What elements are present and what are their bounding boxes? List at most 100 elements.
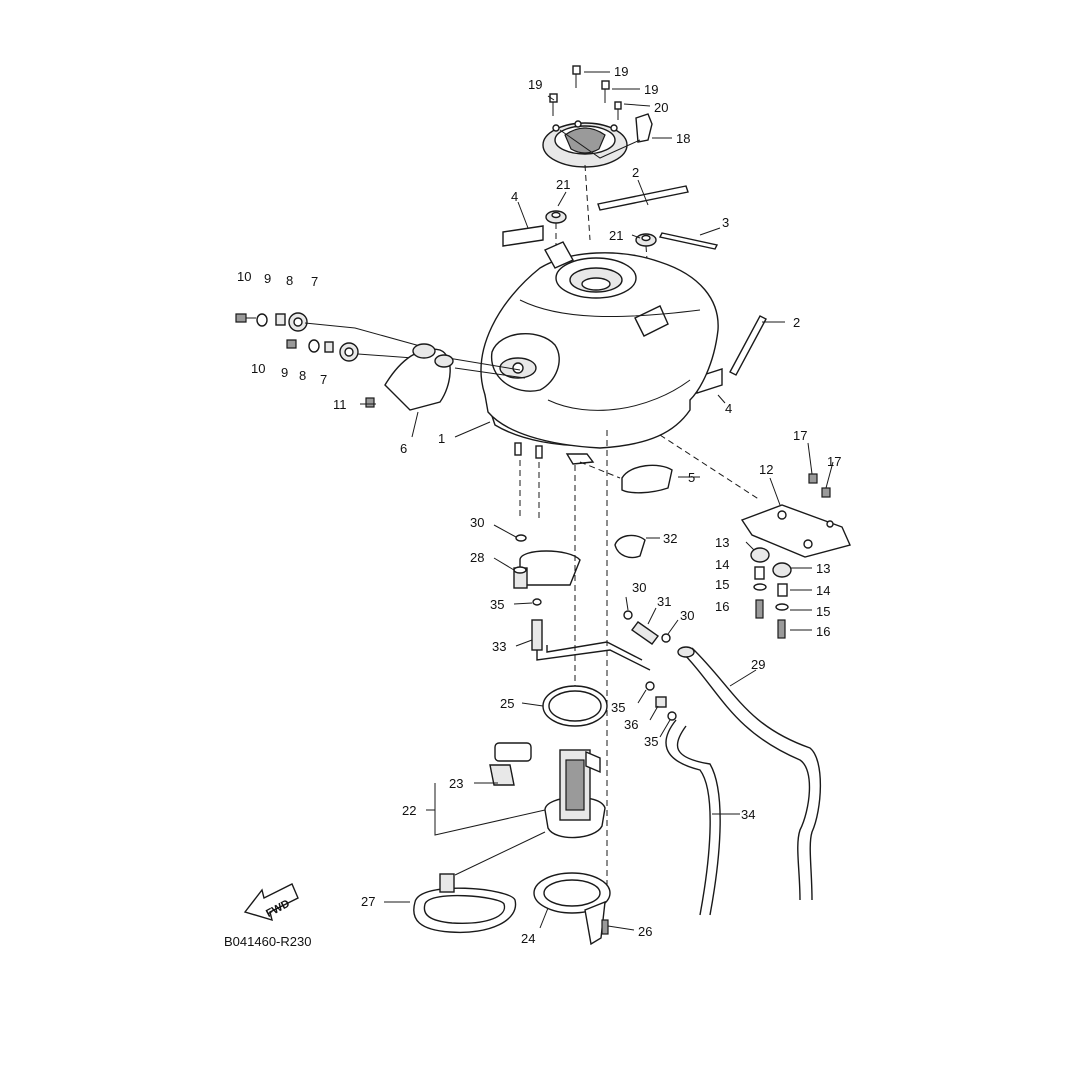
callout-12: 12: [759, 462, 773, 477]
filter-23: [489, 742, 532, 786]
callout-11: 11: [333, 397, 347, 412]
callout-labels: 1 2 2 3 4 4 5 6 7 7 8 8 9 9 10 10 11 12 …: [237, 64, 841, 946]
pipe-28: [513, 550, 581, 589]
callout-3: 3: [722, 215, 729, 230]
callout-10: 10: [251, 361, 265, 376]
cap-bolts: [549, 65, 622, 120]
bolt-16-left: [755, 599, 764, 619]
callout-35: 35: [644, 734, 658, 749]
callout-15: 15: [816, 604, 830, 619]
callout-23: 23: [449, 776, 463, 791]
callout-2: 2: [632, 165, 639, 180]
hose-34: [665, 719, 721, 916]
guard-27: [413, 873, 517, 934]
washer-15-right: [775, 603, 789, 611]
damper-21-right: [635, 233, 657, 247]
callout-13: 13: [816, 561, 830, 576]
clamp-32: [614, 534, 646, 559]
callout-17: 17: [793, 428, 807, 443]
screw-26: [601, 919, 609, 935]
callout-14: 14: [816, 583, 830, 598]
callout-5: 5: [688, 470, 695, 485]
clamp-30-mid: [623, 610, 633, 620]
bolt-11: [365, 397, 375, 408]
callout-27: 27: [361, 894, 375, 909]
callout-8: 8: [286, 273, 293, 288]
bolt-16-right: [777, 619, 786, 639]
damper-13-right: [772, 562, 792, 578]
callout-16: 16: [816, 624, 830, 639]
collar-8-lower: [324, 341, 334, 353]
damper-21-left: [545, 210, 567, 224]
bracket-12: [740, 504, 851, 558]
bolt-17-right: [821, 487, 831, 498]
callout-17: 17: [827, 454, 841, 469]
plate-24: [533, 872, 611, 946]
callout-35: 35: [611, 700, 625, 715]
callout-25: 25: [500, 696, 514, 711]
callout-19: 19: [614, 64, 628, 79]
collar-8-upper: [275, 313, 286, 326]
washer-9-lower: [308, 339, 320, 353]
clamp-35-mid: [645, 681, 655, 691]
washer-9-upper: [256, 313, 268, 327]
bolt-10-lower: [286, 339, 297, 349]
callout-18: 18: [676, 131, 690, 146]
fuel-pump-22: [544, 749, 606, 839]
callout-6: 6: [400, 441, 407, 456]
clamp-35-left: [532, 598, 542, 606]
callout-30: 30: [632, 580, 646, 595]
callout-13: 13: [715, 535, 729, 550]
gasket-25: [542, 685, 608, 727]
leader-lines: [360, 71, 834, 931]
pipe-33: [531, 619, 651, 671]
strip-2-top: [597, 185, 689, 211]
callout-16: 16: [715, 599, 729, 614]
callout-21: 21: [609, 228, 623, 243]
cover-5: [621, 464, 673, 494]
cap-lock-part: [635, 113, 653, 143]
callout-34: 34: [741, 807, 755, 822]
callout-19: 19: [644, 82, 658, 97]
callout-2: 2: [793, 315, 800, 330]
callout-7: 7: [320, 372, 327, 387]
callout-35: 35: [490, 597, 504, 612]
callout-33: 33: [492, 639, 506, 654]
callout-31: 31: [657, 594, 671, 609]
diagram-code: B041460-R230: [224, 934, 311, 949]
collar-14-right: [777, 583, 788, 597]
callout-9: 9: [281, 365, 288, 380]
clamp-35-lower: [667, 711, 677, 721]
callout-24: 24: [521, 931, 535, 946]
callout-19: 19: [528, 77, 542, 92]
grommet-7-upper: [288, 312, 308, 332]
callout-30: 30: [470, 515, 484, 530]
callout-4: 4: [725, 401, 732, 416]
collar-14-left: [754, 566, 765, 580]
callout-14: 14: [715, 557, 729, 572]
callout-26: 26: [638, 924, 652, 939]
callout-28: 28: [470, 550, 484, 565]
bracket-6: [384, 343, 454, 411]
callout-22: 22: [402, 803, 416, 818]
bolt-17-left: [808, 473, 818, 484]
fuel-cap-assembly: [542, 120, 628, 168]
strip-2-right: [729, 315, 767, 376]
callout-8: 8: [299, 368, 306, 383]
clamp-30-top: [515, 534, 527, 542]
callout-7: 7: [311, 274, 318, 289]
damper-13-left: [750, 547, 770, 563]
callout-4: 4: [511, 189, 518, 204]
seal-4-top: [502, 225, 544, 247]
callout-29: 29: [751, 657, 765, 672]
callout-30: 30: [680, 608, 694, 623]
bolt-10-upper: [235, 313, 256, 323]
callout-36: 36: [624, 717, 638, 732]
strip-3: [658, 232, 719, 250]
callout-21: 21: [556, 177, 570, 192]
callout-15: 15: [715, 577, 729, 592]
fwd-arrow: FWD: [243, 883, 299, 922]
callout-32: 32: [663, 531, 677, 546]
washer-15-left: [753, 583, 767, 591]
